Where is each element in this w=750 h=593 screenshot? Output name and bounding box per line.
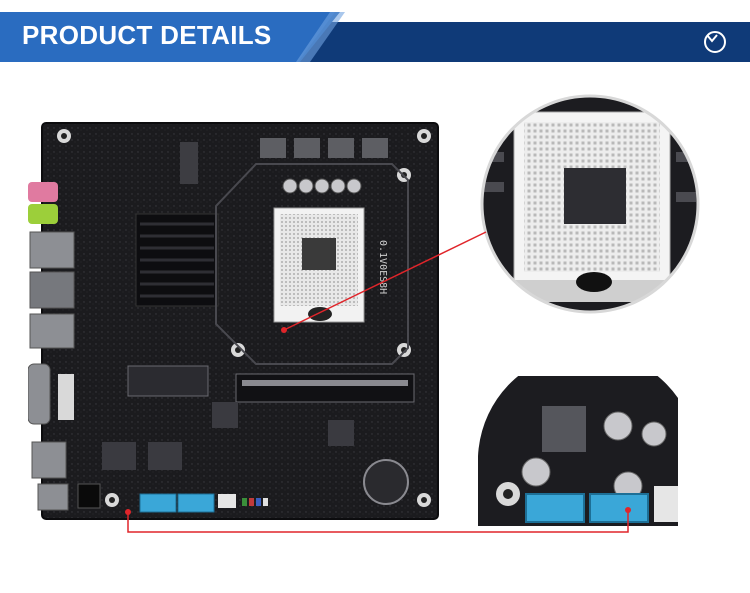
section-header: PRODUCT DETAILS: [0, 0, 750, 62]
chevron-down-icon: [706, 34, 718, 43]
cpu-socket-closeup: [480, 94, 700, 314]
page-title: PRODUCT DETAILS: [22, 20, 272, 50]
sata-ports-closeup: [478, 376, 678, 526]
header-banner: [0, 0, 750, 62]
board-silkscreen-label: 0.1V0ES8H: [377, 240, 388, 294]
motherboard-photo: 0.1V0ES8H: [28, 122, 439, 520]
expand-button[interactable]: [704, 31, 726, 53]
